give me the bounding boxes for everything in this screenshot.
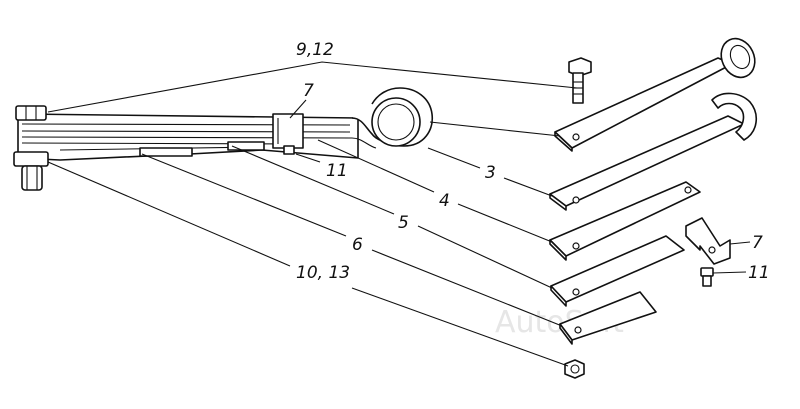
leader-9-12 <box>47 61 578 113</box>
leaf-4 <box>549 181 701 261</box>
callout-labels: 9,12 7 11 3 4 5 6 10, 13 7 11 <box>296 40 770 283</box>
clip-bolt <box>283 145 295 155</box>
label-10-13: 10, 13 <box>296 263 350 283</box>
leaf-6-hole <box>574 326 582 334</box>
leaf-5-hole <box>572 288 580 296</box>
clip-hole <box>708 246 716 254</box>
leader-7-top <box>289 99 307 119</box>
leader-3-a <box>427 147 481 169</box>
leaf-3-hole <box>572 196 580 204</box>
clip-bolt-head <box>700 267 714 277</box>
main-leaf-hole <box>572 133 580 141</box>
label-5: 5 <box>398 213 409 233</box>
label-9-12: 9,12 <box>296 40 334 60</box>
lower-leaf-step-2 <box>227 141 265 151</box>
spring-eye-bushing <box>371 97 421 147</box>
main-leaf-edge <box>554 131 573 152</box>
rebound-clip-part <box>685 217 731 265</box>
label-11-mid: 11 <box>326 161 348 181</box>
label-3: 3 <box>485 163 496 183</box>
leader-7-right <box>729 241 751 245</box>
label-4: 4 <box>439 191 450 211</box>
leaf-5 <box>550 235 685 307</box>
leader-lines <box>47 61 751 367</box>
clip-bolt-shank <box>702 275 712 287</box>
label-11-right: 11 <box>748 263 770 283</box>
spring-eye-tail <box>351 137 377 149</box>
leader-6-b <box>371 249 563 327</box>
nut-bore <box>570 364 580 374</box>
leaf-3 <box>549 92 757 211</box>
clip-bolt-part <box>700 267 714 287</box>
leaf-4-edge <box>549 239 567 261</box>
centre-bolt-nut <box>13 151 49 167</box>
leader-eye-main <box>429 121 561 137</box>
main-leaf-with-eye <box>554 37 756 152</box>
leaf-4-hole-2 <box>684 186 692 194</box>
u-bolt-9-12 <box>568 57 592 104</box>
clip-bracket <box>685 217 731 265</box>
leader-5-b <box>417 225 553 289</box>
label-7-right: 7 <box>752 233 763 253</box>
leader-6-a <box>141 153 347 237</box>
leaf-3-edge <box>549 193 567 211</box>
leaf-6 <box>559 291 657 345</box>
spring-assembly <box>13 87 433 191</box>
nut-10-13 <box>564 359 585 379</box>
centre-bolt-head <box>15 105 47 121</box>
leader-4-b <box>457 203 553 243</box>
label-7-top: 7 <box>303 81 314 101</box>
spring-eye-inner <box>377 103 415 141</box>
leader-11-right <box>712 271 747 274</box>
nut-body <box>564 359 585 379</box>
leader-10-13-a <box>47 161 291 267</box>
leader-3-b <box>503 177 553 197</box>
main-leaf-eye <box>720 37 756 79</box>
leader-11-mid <box>295 153 321 163</box>
leader-4-a <box>317 139 435 193</box>
centre-bolt-shank <box>21 165 43 191</box>
leader-5-a <box>231 145 395 215</box>
leaf-5-edge <box>550 285 567 307</box>
lower-leaf-step <box>139 147 193 157</box>
leader-10-13-b <box>351 287 569 367</box>
leaf-4-hole <box>572 242 580 250</box>
bolt-head <box>568 57 592 77</box>
leaf-6-edge <box>559 323 573 345</box>
label-6: 6 <box>352 235 363 255</box>
leaf-3-eye <box>711 92 757 141</box>
